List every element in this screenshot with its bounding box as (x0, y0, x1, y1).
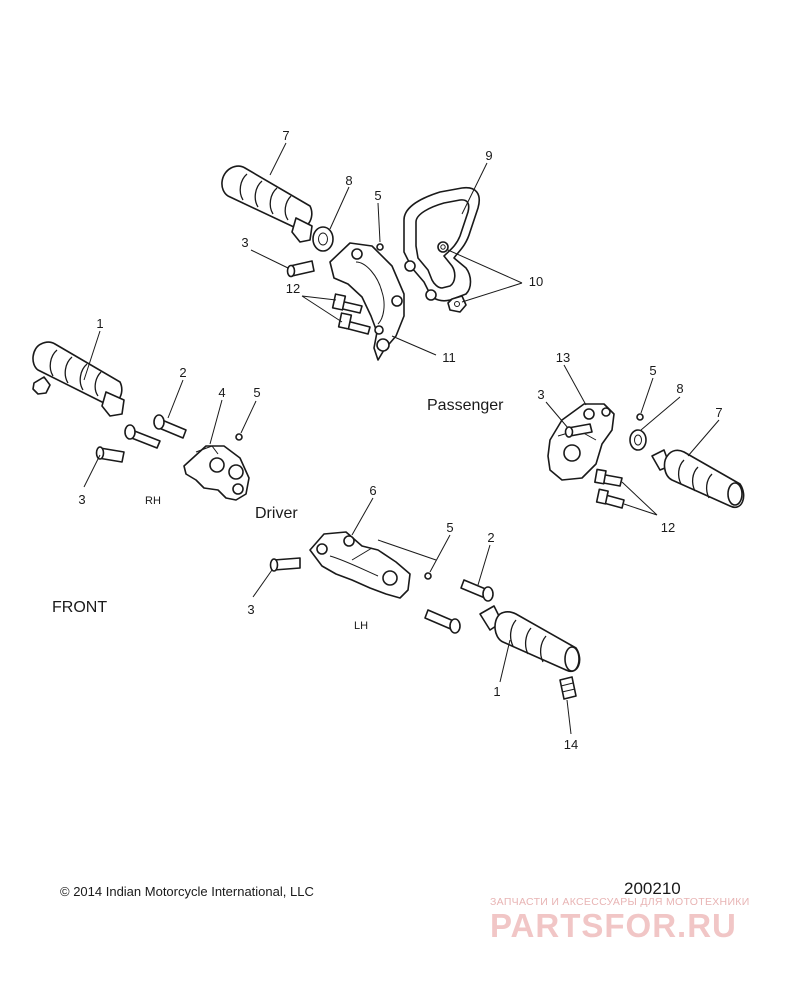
passenger-clevis-pin-right (564, 423, 593, 438)
rh-side-label: RH (145, 495, 161, 507)
driver-rh-clevis-pin (95, 446, 125, 463)
callout-driver-lh-peg: 1 (493, 684, 500, 699)
leader-lines (83, 142, 720, 735)
driver-rh-assembly (32, 341, 250, 501)
passenger-detent-ball-right (636, 413, 644, 421)
driver-lh-clevis-pin (269, 557, 301, 572)
driver-lh-footpeg (479, 605, 581, 673)
callout-numbers: 7 8 5 3 12 11 9 10 1 2 4 5 3 13 5 8 3 7 … (78, 128, 722, 752)
passenger-label: Passenger (427, 397, 504, 414)
passenger-mount-right (547, 403, 615, 481)
callout-passenger-right-pin: 3 (537, 387, 544, 402)
callout-passenger-left-peg: 7 (282, 128, 289, 143)
callout-driver-lh-bolt: 2 (487, 530, 494, 545)
passenger-bolts-right (594, 468, 625, 509)
callout-driver-rh-detent: 5 (253, 385, 260, 400)
callout-driver-lh-detent: 5 (446, 520, 453, 535)
passenger-bolt-upper (331, 293, 363, 314)
passenger-washer-left (312, 226, 334, 252)
callout-driver-rh-mount: 4 (218, 385, 225, 400)
driver-lh-grease-fitting (559, 676, 577, 700)
callout-driver-lh-bracket: 6 (369, 483, 376, 498)
lh-side-label: LH (354, 620, 368, 632)
callout-driver-lh-fitting: 14 (564, 737, 578, 752)
callout-driver-rh-peg: 1 (96, 316, 103, 331)
callout-passenger-right-peg: 7 (715, 405, 722, 420)
callout-passenger-left-detent: 5 (374, 188, 381, 203)
figure-number: 200210 (624, 879, 681, 898)
callout-passenger-left-bracket: 11 (442, 350, 456, 365)
passenger-detent-ball-left (376, 243, 384, 251)
passenger-footpeg-left (221, 165, 313, 243)
driver-rh-detent-ball (235, 433, 243, 441)
passenger-clevis-pin-left (286, 260, 315, 278)
passenger-guard-fasteners (437, 241, 467, 313)
callout-passenger-left-pin: 3 (241, 235, 248, 250)
passenger-right-assembly (547, 403, 745, 509)
driver-rh-grease-fitting (32, 376, 51, 395)
driver-label: Driver (255, 505, 298, 522)
driver-rh-bolt (153, 414, 187, 439)
passenger-footpeg-right (651, 449, 745, 509)
copyright-notice: © 2014 Indian Motorcycle International, … (60, 884, 314, 899)
driver-lh-assembly (269, 531, 581, 700)
passenger-bolt-lower (337, 312, 371, 335)
driver-lh-bolt-upper (460, 579, 494, 602)
callout-passenger-right-washer: 8 (676, 381, 683, 396)
driver-lh-bolt-lower (424, 609, 461, 634)
callout-passenger-right-mount: 13 (556, 350, 570, 365)
driver-rh-bolt-lower (124, 424, 161, 449)
callout-driver-lh-pin: 3 (247, 602, 254, 617)
callout-driver-rh-bolt: 2 (179, 365, 186, 380)
driver-rh-footpeg (32, 341, 125, 417)
driver-lh-detent-ball (424, 572, 432, 580)
callout-passenger-right-bolts: 12 (661, 520, 675, 535)
callout-passenger-right-fasteners: 10 (529, 274, 543, 289)
callout-passenger-right-detent: 5 (649, 363, 656, 378)
passenger-washer-right (629, 429, 647, 451)
callout-passenger-left-bolts: 12 (286, 281, 300, 296)
callout-driver-rh-pin: 3 (78, 492, 85, 507)
callout-passenger-right-guard: 9 (485, 148, 492, 163)
passenger-mounting-bracket-left (329, 242, 405, 361)
watermark-tagline: ЗАПЧАСТИ И АКСЕССУАРЫ ДЛЯ МОТОТЕХНИКИ (490, 896, 750, 908)
callout-passenger-left-washer: 8 (345, 173, 352, 188)
passenger-left-assembly (221, 165, 405, 361)
driver-lh-mounting-bracket (309, 531, 411, 599)
watermark-logo: PARTSFOR.RU (490, 907, 737, 944)
front-direction-label: FRONT (52, 599, 107, 616)
driver-rh-footpeg-mount (183, 445, 250, 501)
